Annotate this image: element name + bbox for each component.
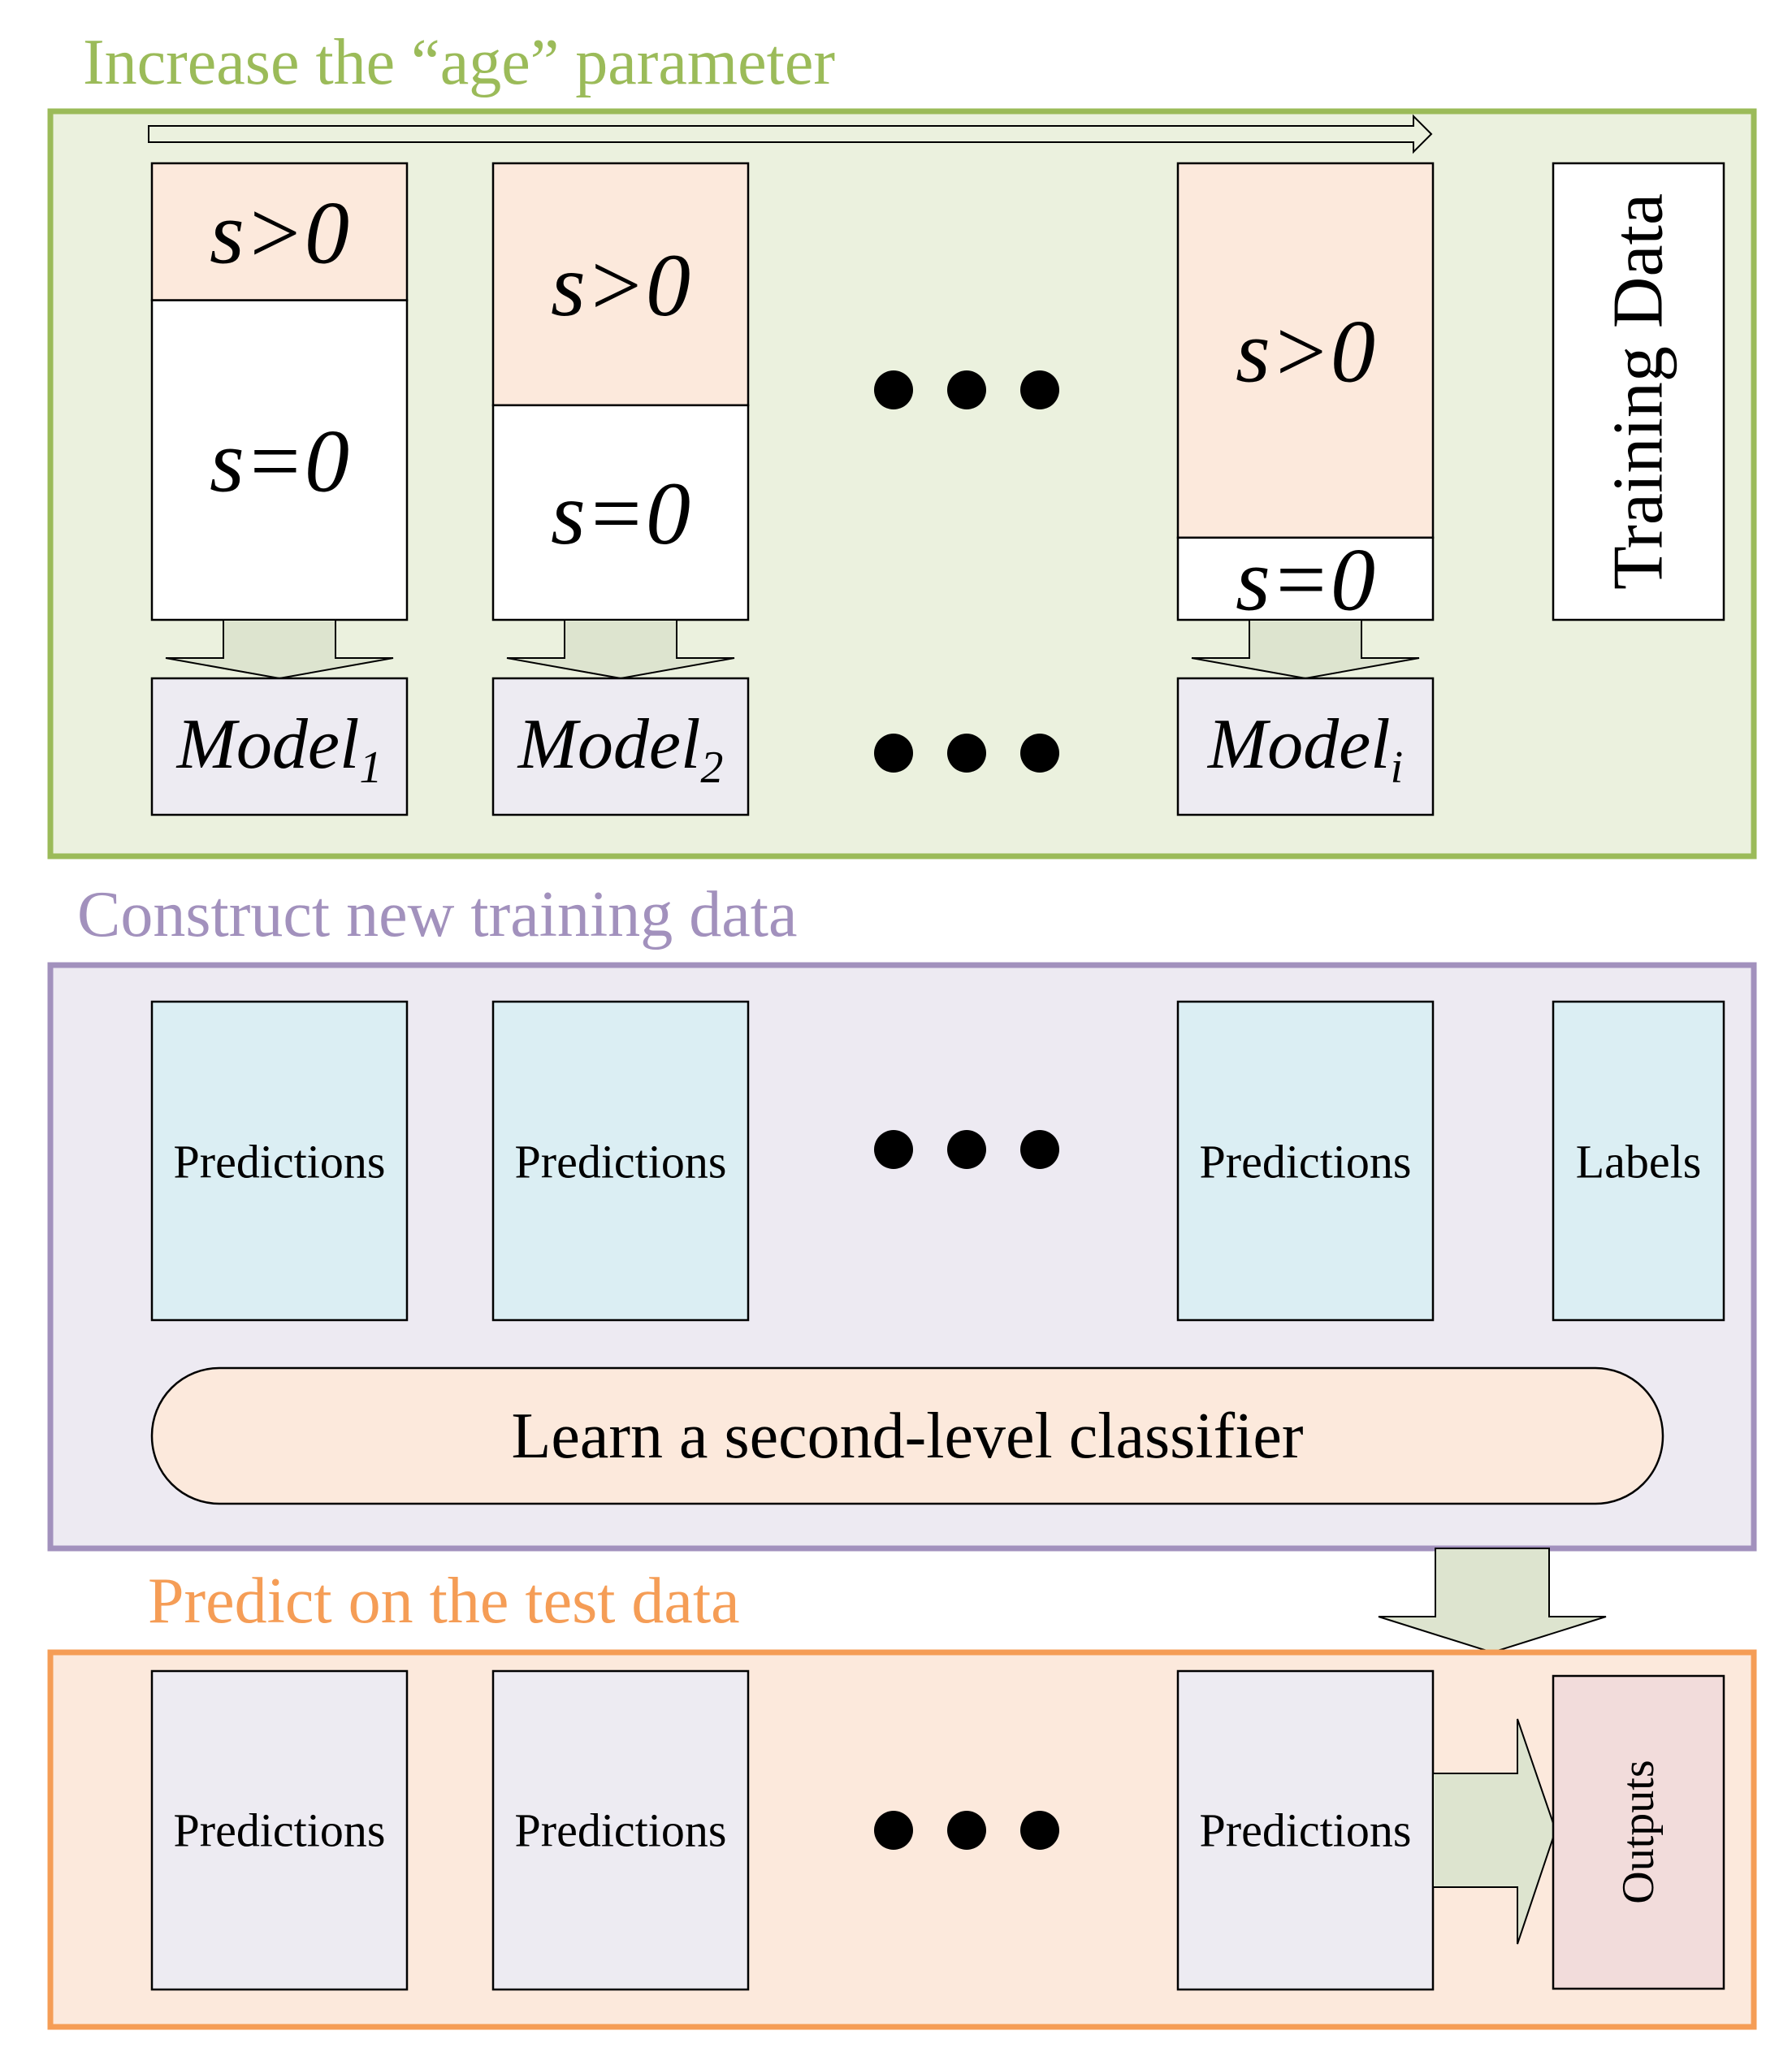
- training-split-i: s>0 s=0: [1176, 162, 1435, 629]
- svg-text:Model2: Model2: [517, 705, 724, 793]
- training-data-label: Training Data: [1599, 193, 1678, 590]
- down-arrow: [165, 619, 394, 680]
- prediction-label: Predictions: [174, 1804, 386, 1857]
- split-zero-label: s=0: [1236, 530, 1375, 629]
- split-zero-region: [150, 299, 409, 621]
- ellipsis-splits: [874, 370, 1059, 409]
- model-box-1: Model1: [150, 677, 409, 816]
- ellipsis-models: [874, 734, 1059, 773]
- classifier-label: Learn a second-level classifier: [511, 1401, 1303, 1472]
- prediction-box-test-2: Predictions: [491, 1669, 750, 1991]
- prediction-label: Predictions: [1200, 1136, 1412, 1189]
- model-box-i: Modeli: [1176, 677, 1435, 816]
- split-positive-label: s>0: [210, 183, 349, 282]
- svg-text:Model1: Model1: [175, 705, 383, 793]
- model-name: Model: [1206, 705, 1391, 784]
- split-positive-region: [491, 162, 750, 407]
- split-positive-region: [150, 162, 409, 301]
- split-zero-label: s=0: [210, 411, 349, 510]
- split-positive-label: s>0: [551, 236, 690, 335]
- right-arrow: [1432, 1718, 1557, 1945]
- model-subscript: 1: [359, 743, 382, 793]
- prediction-box-construct-1: Predictions: [150, 1000, 409, 1322]
- training-split-1: s>0 s=0: [150, 162, 409, 621]
- split-zero-region: [1176, 536, 1435, 621]
- split-positive-label: s>0: [1236, 301, 1375, 401]
- prediction-label: Predictions: [1200, 1804, 1412, 1857]
- classifier-output-arrow: [1378, 1548, 1607, 1654]
- model-name: Model: [175, 705, 360, 784]
- ellipsis-test: [874, 1811, 1059, 1850]
- model-subscript: 2: [700, 743, 723, 793]
- section-title-training: Increase the “age” parameter: [83, 27, 835, 98]
- down-arrow: [1191, 619, 1420, 680]
- prediction-label: Predictions: [174, 1136, 386, 1189]
- model-name: Model: [517, 705, 701, 784]
- prediction-label: Predictions: [515, 1136, 727, 1189]
- split-positive-region: [1176, 162, 1435, 539]
- training-data-box: [1552, 162, 1725, 621]
- model-subscript: i: [1391, 743, 1404, 793]
- prediction-label: Predictions: [515, 1804, 727, 1857]
- classifier-pill: Learn a second-level classifier: [150, 1366, 1664, 1505]
- ellipsis-construct: [874, 1130, 1059, 1169]
- prediction-box-test-i: Predictions: [1176, 1669, 1435, 1991]
- svg-text:Modeli: Modeli: [1206, 705, 1403, 793]
- age-direction-arrow: [148, 114, 1433, 154]
- labels-box: Labels: [1552, 1000, 1725, 1322]
- down-arrow: [506, 619, 735, 680]
- model-box-2: Model2: [491, 677, 750, 816]
- section-title-predict: Predict on the test data: [148, 1565, 740, 1637]
- section-title-construct: Construct new training data: [77, 879, 797, 950]
- prediction-box-construct-i: Predictions: [1176, 1000, 1435, 1322]
- prediction-box-construct-2: Predictions: [491, 1000, 750, 1322]
- outputs-box: Outputs: [1552, 1674, 1725, 1990]
- prediction-box-test-1: Predictions: [150, 1669, 409, 1991]
- split-zero-label: s=0: [551, 464, 690, 563]
- outputs-label: Outputs: [1613, 1760, 1664, 1903]
- training-split-2: s>0 s=0: [491, 162, 750, 621]
- labels-label: Labels: [1576, 1136, 1702, 1189]
